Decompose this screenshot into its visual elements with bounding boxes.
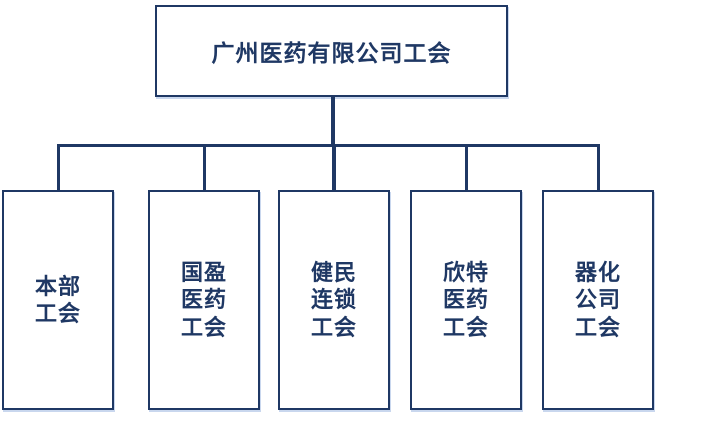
org-root-label: 广州医药有限公司工会 bbox=[211, 40, 452, 66]
org-child-box: 国盈 医药 工会 bbox=[148, 190, 260, 410]
connector-drop-line bbox=[597, 144, 600, 196]
connector-drop-line bbox=[465, 144, 468, 196]
connector-drop-line bbox=[332, 144, 336, 196]
org-child-label: 器化 公司 工会 bbox=[574, 259, 621, 340]
org-child-box: 本部 工会 bbox=[2, 190, 114, 410]
org-child-box: 健民 连锁 工会 bbox=[278, 190, 390, 410]
org-child-label: 本部 工会 bbox=[34, 273, 81, 327]
connector-trunk-line bbox=[331, 97, 335, 147]
connector-drop-line bbox=[203, 144, 206, 196]
org-child-box: 欣特 医药 工会 bbox=[410, 190, 522, 410]
connector-drop-line bbox=[57, 144, 60, 196]
org-root-box: 广州医药有限公司工会 bbox=[155, 5, 508, 97]
org-child-label: 健民 连锁 工会 bbox=[310, 259, 357, 340]
org-child-label: 国盈 医药 工会 bbox=[180, 259, 227, 340]
connector-horizontal-line bbox=[57, 144, 599, 147]
org-child-label: 欣特 医药 工会 bbox=[442, 259, 489, 340]
org-child-box: 器化 公司 工会 bbox=[542, 190, 654, 410]
